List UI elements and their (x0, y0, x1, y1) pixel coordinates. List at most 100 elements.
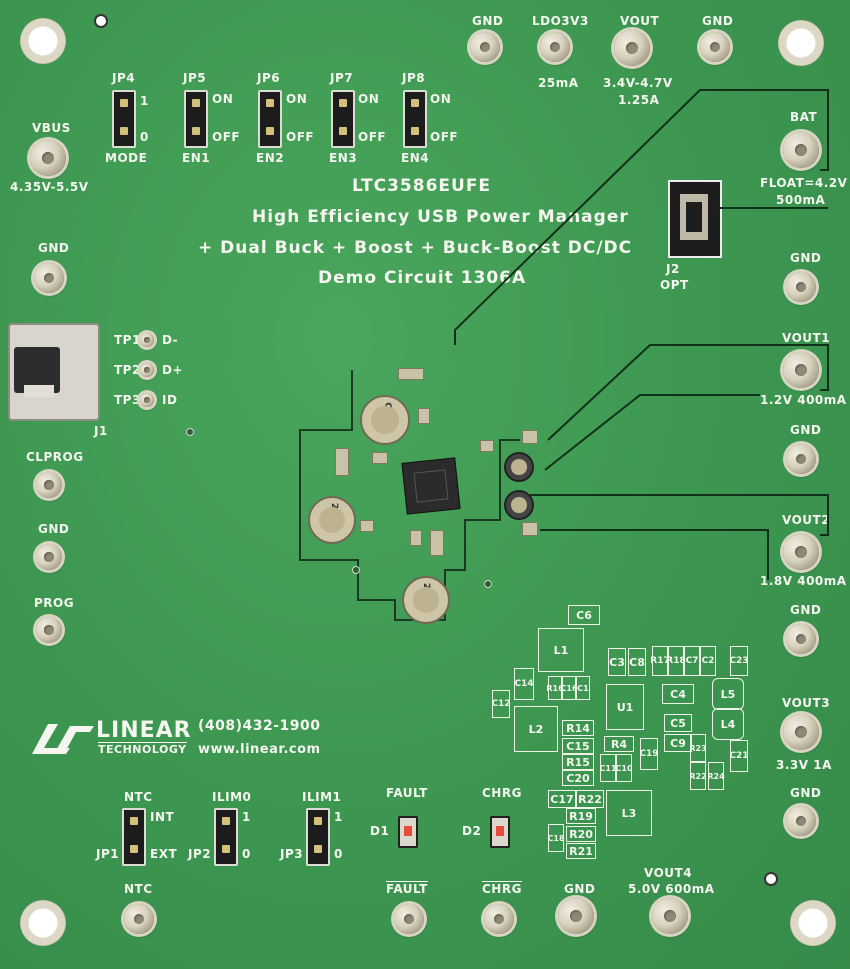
vbus-range: 4.35V-5.5V (10, 180, 89, 194)
bat-float: FLOAT=4.2V (760, 176, 848, 190)
c9-footprint: C9 (664, 734, 692, 752)
company-phone: (408)432-1900 (198, 718, 321, 734)
c2-footprint: C2 (700, 646, 716, 676)
inductor-right-2 (504, 490, 534, 520)
ntc-turret[interactable] (124, 904, 154, 934)
via-3 (352, 566, 360, 574)
tp3-testpoint[interactable] (140, 393, 154, 407)
part-number: LTC3586EUFE (352, 176, 492, 196)
j2-ref: J2 (666, 262, 680, 276)
bottom-gnd-label: GND (564, 882, 596, 896)
clprog-label: CLPROG (26, 450, 84, 464)
c4-footprint: C4 (662, 684, 694, 704)
right-gnd1-turret[interactable] (786, 272, 816, 302)
top-gnd1-turret[interactable] (470, 32, 500, 62)
resistor-r-b (372, 452, 388, 464)
vout-range: 3.4V-4.7V (603, 76, 673, 90)
inductor-right-1 (504, 452, 534, 482)
jp3-lower: 0 (334, 847, 343, 861)
jp8-jumper[interactable] (403, 90, 427, 148)
inductor-bottom-marking: 222D (421, 582, 432, 612)
jp3-jumper[interactable] (306, 808, 330, 866)
c3-footprint: C3 (608, 648, 626, 676)
c11-footprint: C11 (600, 754, 617, 782)
c17-footprint: C17 (548, 790, 576, 808)
inductor-left: 222D (308, 496, 356, 544)
vout1-label: VOUT1 (782, 331, 831, 345)
jp1-upper: INT (150, 810, 175, 824)
c8-footprint: C8 (628, 648, 646, 676)
jp5-jumper[interactable] (184, 90, 208, 148)
vout4-rating: 5.0V 600mA (628, 882, 715, 896)
clprog-turret[interactable] (36, 472, 62, 498)
resistor-r-a (418, 408, 430, 424)
ldo3v3-label: LDO3V3 (532, 14, 589, 28)
bottom-gnd-turret[interactable] (558, 898, 594, 934)
inductor-bottom: 222D (402, 576, 450, 624)
tp2-label: TP2 (114, 363, 141, 377)
bat-current: 500mA (776, 193, 826, 207)
chrg-led (490, 816, 510, 848)
tp3-signal: ID (162, 393, 178, 407)
tp1-testpoint[interactable] (140, 333, 154, 347)
inductor-top: 332D (360, 395, 410, 445)
r18-footprint: R18 (666, 646, 686, 676)
left-gnd-turret[interactable] (34, 263, 64, 293)
c14-footprint: C14 (514, 668, 534, 700)
vout4-turret[interactable] (652, 898, 688, 934)
c16-footprint: C16 (561, 676, 578, 700)
jp7-ref: JP7 (330, 71, 354, 85)
vout3-turret[interactable] (783, 714, 819, 750)
l5-footprint: L5 (712, 678, 744, 710)
vbus-turret[interactable] (30, 140, 66, 176)
c21-footprint: C21 (729, 740, 749, 772)
vout3-label: VOUT3 (782, 696, 831, 710)
jp2-jumper[interactable] (214, 808, 238, 866)
capacitor-c-c (430, 530, 444, 556)
prog-label: PROG (34, 596, 75, 610)
tp2-testpoint[interactable] (140, 363, 154, 377)
usb-mini-connector[interactable] (8, 323, 100, 421)
jp8-func: EN4 (401, 151, 430, 165)
c15-footprint: C15 (562, 738, 594, 754)
r14-footprint: R14 (562, 720, 594, 736)
right-gnd4-turret[interactable] (786, 806, 816, 836)
prog-turret[interactable] (36, 617, 62, 643)
linear-technology-logo-icon (32, 724, 94, 754)
battery-connector-j2[interactable] (668, 180, 722, 258)
bat-turret[interactable] (783, 132, 819, 168)
r15-footprint: R15 (562, 754, 594, 770)
left-gnd2-turret[interactable] (36, 544, 62, 570)
vout-turret[interactable] (614, 30, 650, 66)
tp1-signal: D- (162, 333, 179, 347)
ldo3v3-turret[interactable] (540, 32, 570, 62)
jp6-lower: OFF (286, 130, 315, 144)
c7-footprint: C7 (684, 646, 700, 676)
chrg-turret[interactable] (484, 904, 514, 934)
company-name-line1: LINEAR (96, 718, 192, 743)
vout2-rating: 1.8V 400mA (760, 574, 847, 588)
l4-footprint: L4 (712, 708, 744, 740)
d1-label: D1 (370, 824, 390, 838)
jp1-ref: JP1 (96, 847, 120, 861)
jp7-jumper[interactable] (331, 90, 355, 148)
capacitor-c-e (522, 522, 538, 536)
top-gnd2-label: GND (702, 14, 734, 28)
jp4-upper: 1 (140, 94, 149, 108)
c10-footprint: C10 (616, 754, 633, 782)
fault-turret[interactable] (394, 904, 424, 934)
jp6-jumper[interactable] (258, 90, 282, 148)
vout1-turret[interactable] (783, 352, 819, 388)
ldo3v3-rating: 25mA (538, 76, 579, 90)
jp4-func: MODE (105, 151, 148, 165)
right-gnd3-turret[interactable] (786, 624, 816, 654)
r22b-footprint: R22 (689, 762, 707, 790)
vout2-turret[interactable] (783, 534, 819, 570)
jp4-jumper[interactable] (112, 90, 136, 148)
jp2-lower: 0 (242, 847, 251, 861)
fault-led (398, 816, 418, 848)
right-gnd2-turret[interactable] (786, 444, 816, 474)
top-gnd2-turret[interactable] (700, 32, 730, 62)
jp1-jumper[interactable] (122, 808, 146, 866)
